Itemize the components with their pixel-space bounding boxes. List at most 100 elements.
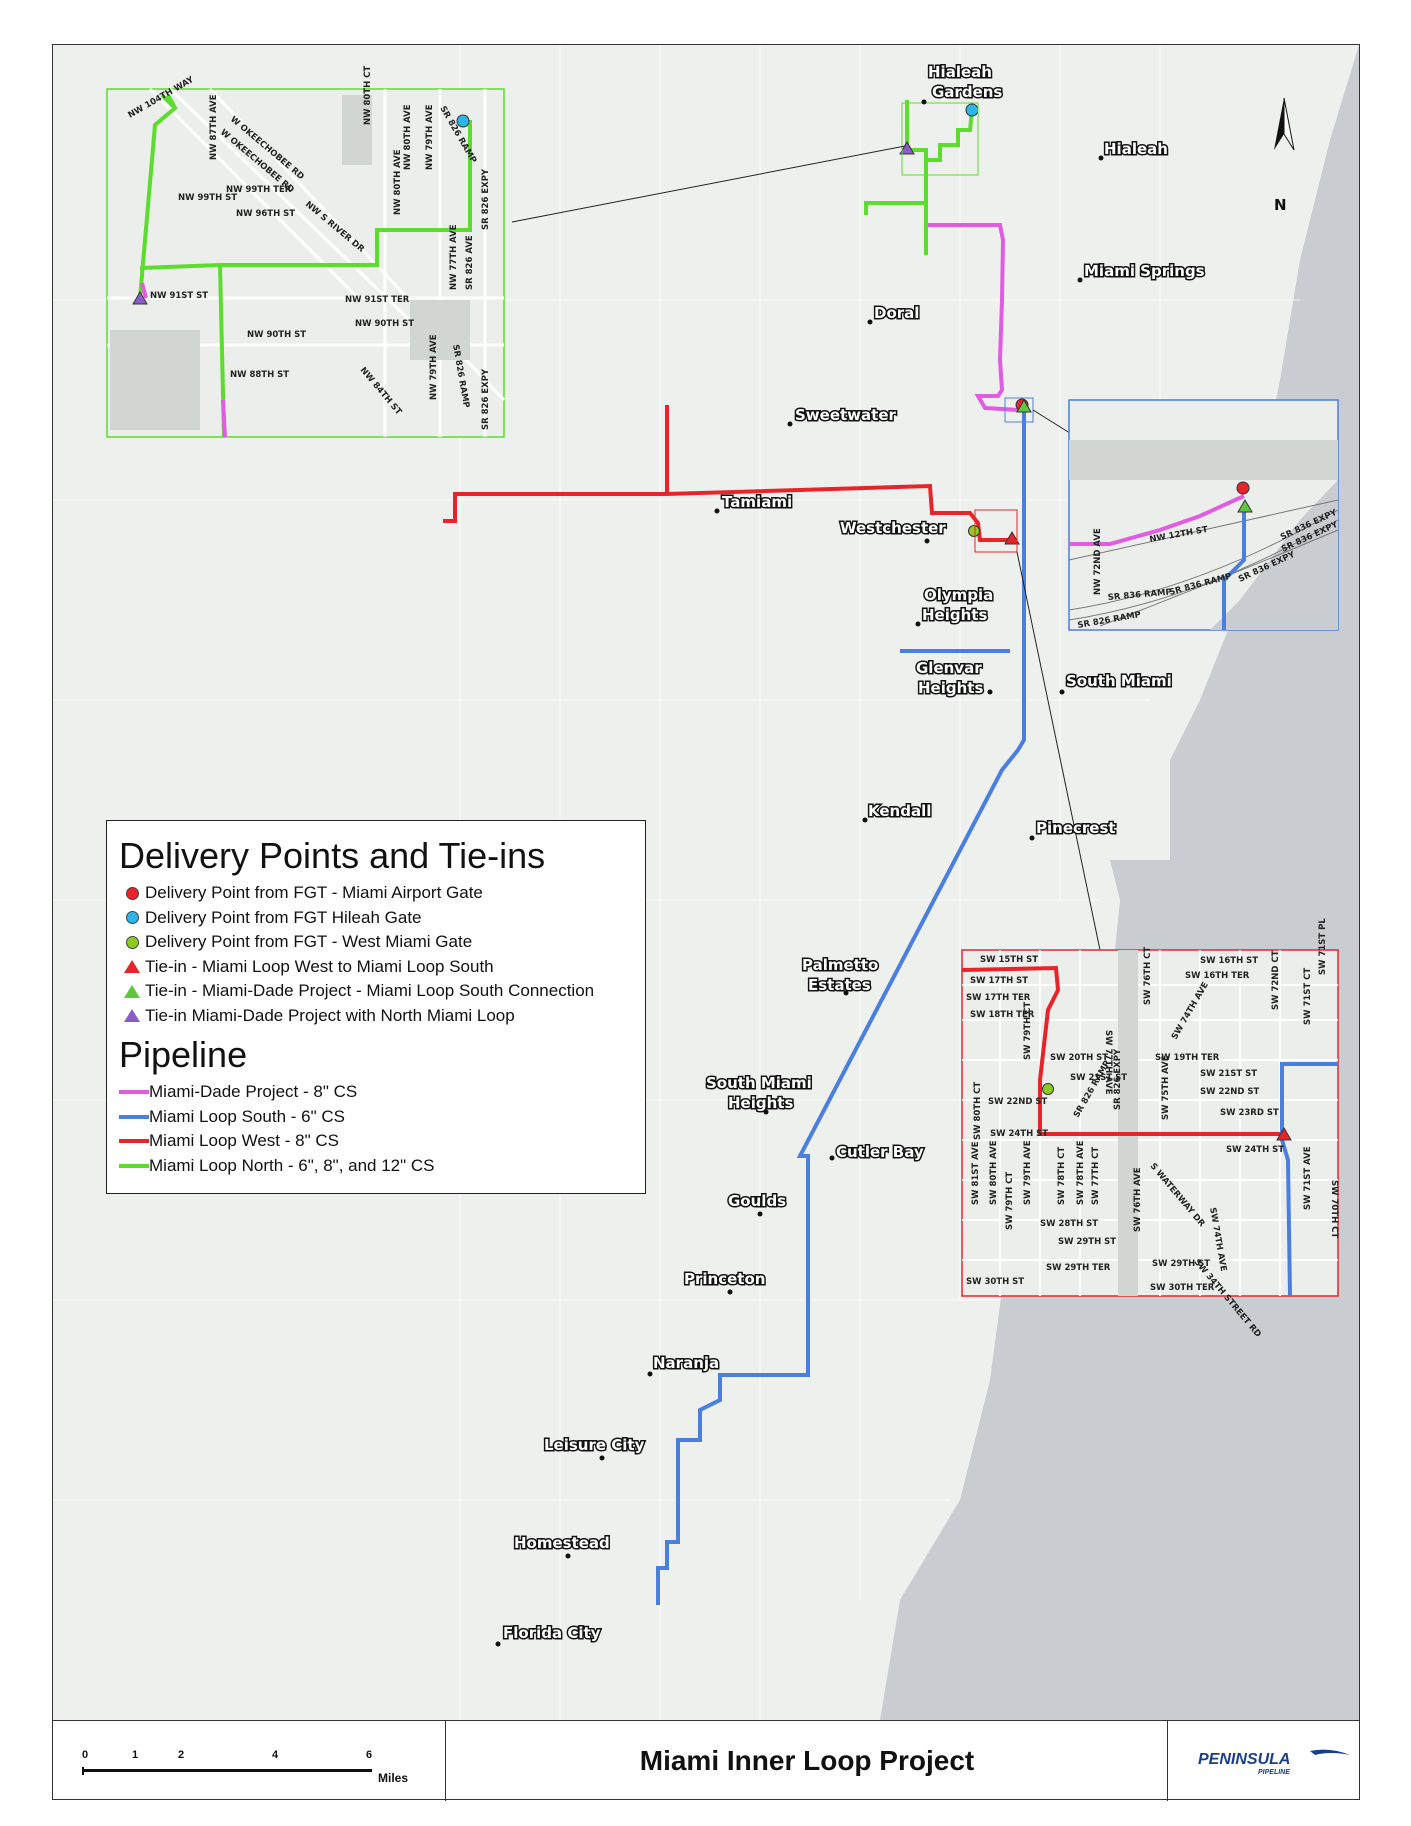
swoosh-icon (1310, 1749, 1350, 1755)
svg-text:SW 80TH AVE: SW 80TH AVE (989, 1140, 999, 1205)
svg-text:SW 16TH ST: SW 16TH ST (1200, 956, 1258, 966)
svg-text:SW 72ND CT: SW 72ND CT (1271, 950, 1281, 1010)
svg-text:Estates: Estates (808, 976, 871, 994)
place-homestead: Homestead (513, 1533, 611, 1559)
title-block-divider (1167, 1721, 1168, 1801)
water-area (880, 45, 1359, 1720)
svg-text:SW 78TH AVE: SW 78TH AVE (1076, 1140, 1086, 1205)
svg-text:SR 826 EXPY: SR 826 EXPY (481, 168, 491, 230)
legend-row-miami-loop-west: Miami Loop West - 8" CS (119, 1129, 633, 1154)
svg-text:Westchester: Westchester (840, 519, 946, 537)
svg-text:SW 16TH TER: SW 16TH TER (1185, 971, 1250, 981)
svg-text:SW 18TH TER: SW 18TH TER (970, 1010, 1035, 1020)
svg-text:SW 24TH ST: SW 24TH ST (990, 1129, 1048, 1139)
south-inset-locator (974, 509, 1018, 553)
legend-row-miami-loop-north: Miami Loop North - 6", 8", and 12" CS (119, 1154, 633, 1179)
green-triangle-icon (124, 984, 140, 998)
blue-line-icon (119, 1114, 149, 1119)
legend-row-north-loop-tie-in: Tie-in Miami-Dade Project with North Mia… (119, 1004, 633, 1029)
red-circle-icon (125, 886, 139, 900)
svg-text:SW 78TH CT: SW 78TH CT (1057, 1147, 1067, 1205)
map-title: Miami Inner Loop Project (639, 1745, 975, 1776)
svg-text:SW 30TH TER: SW 30TH TER (1150, 1283, 1215, 1293)
svg-text:NW 91ST ST: NW 91ST ST (150, 291, 208, 301)
legend-pipeline-heading: Pipeline (119, 1034, 248, 1075)
svg-text:SW 28TH ST: SW 28TH ST (1040, 1219, 1098, 1229)
svg-text:NW 99TH ST: NW 99TH ST (178, 193, 237, 203)
svg-text:SW 71ST CT: SW 71ST CT (1303, 968, 1313, 1025)
place-goulds: Goulds (727, 1191, 788, 1217)
inset-east: NW 12TH ST NW 72ND AVE SR 836 RAMP SR 83… (1068, 399, 1340, 631)
svg-text:Gardens: Gardens (932, 83, 1002, 101)
svg-text:NW 90TH ST: NW 90TH ST (355, 319, 414, 329)
svg-text:SW 71ST AVE: SW 71ST AVE (1303, 1146, 1313, 1210)
svg-text:SW 79TH CT: SW 79TH CT (1023, 1002, 1033, 1060)
west-south-tie-in-triangle (1004, 531, 1020, 545)
inset-south: SW 15TH ST SW 16TH ST SW 16TH TER SW 17T… (961, 918, 1339, 1339)
svg-text:South Miami: South Miami (1066, 672, 1172, 690)
svg-text:NW 80TH AVE: NW 80TH AVE (393, 149, 403, 215)
svg-text:SW 71ST PL: SW 71ST PL (1318, 918, 1328, 975)
south-inset-leader (1016, 551, 1101, 951)
svg-text:Homestead: Homestead (514, 1534, 610, 1552)
svg-text:SW 79TH CT: SW 79TH CT (1005, 1172, 1015, 1230)
svg-text:NW 99TH TER: NW 99TH TER (226, 185, 292, 195)
pipeline-miami-loop-north-branch (864, 109, 974, 215)
legend-row-miami-loop-south: Miami Loop South - 6" CS (119, 1105, 633, 1130)
svg-text:Heights: Heights (922, 606, 987, 624)
place-kendall: Kendall (862, 801, 933, 823)
svg-text:NW 87TH AVE: NW 87TH AVE (209, 94, 219, 160)
svg-text:South Miami: South Miami (706, 1074, 812, 1092)
svg-text:SW 77TH AVE: SW 77TH AVE (1103, 1030, 1113, 1095)
svg-text:SW 80TH CT: SW 80TH CT (973, 1082, 983, 1140)
svg-text:NW 79TH AVE: NW 79TH AVE (425, 104, 435, 170)
svg-text:SW 29TH TER: SW 29TH TER (1046, 1263, 1111, 1273)
svg-text:NW 72ND AVE: NW 72ND AVE (1093, 528, 1103, 595)
svg-text:SW 20TH ST: SW 20TH ST (1050, 1053, 1108, 1063)
north-inset-leader (511, 145, 906, 223)
svg-text:Heights: Heights (918, 679, 983, 697)
svg-text:SW 77TH CT: SW 77TH CT (1091, 1147, 1101, 1205)
hialeah-gate-point (965, 103, 979, 117)
svg-text:Pinecrest: Pinecrest (1036, 819, 1116, 837)
place-sweetwater: Sweetwater (787, 405, 898, 427)
svg-text:Sweetwater: Sweetwater (795, 406, 897, 424)
legend-row-west-miami-gate: Delivery Point from FGT - West Miami Gat… (119, 930, 633, 955)
svg-text:NW 80TH AVE: NW 80TH AVE (403, 104, 413, 170)
svg-text:NW 79TH AVE: NW 79TH AVE (429, 334, 439, 400)
svg-text:SW 76TH AVE: SW 76TH AVE (1133, 1167, 1143, 1232)
svg-text:SW 29TH ST: SW 29TH ST (1058, 1237, 1116, 1247)
svg-text:NW 96TH ST: NW 96TH ST (236, 209, 295, 219)
pipeline-miami-loop-west (443, 405, 1012, 542)
svg-text:Olympia: Olympia (924, 586, 993, 604)
map-sheet (52, 44, 1360, 1800)
svg-text:SW 21ST ST: SW 21ST ST (1070, 1073, 1127, 1083)
svg-text:SR 826 AVE: SR 826 AVE (465, 235, 475, 290)
logo-subtext: PIPELINE (1258, 1769, 1290, 1776)
title-block: 0 1 2 4 6 Miles Miami Inner Loop Project… (52, 1720, 1360, 1801)
svg-text:SW 22ND ST: SW 22ND ST (1200, 1087, 1260, 1097)
svg-text:Doral: Doral (874, 304, 919, 322)
legend: Delivery Points and Tie-ins Delivery Poi… (106, 820, 646, 1194)
svg-text:SR 826 EXPY: SR 826 EXPY (1113, 1048, 1123, 1110)
place-princeton: Princeton (683, 1269, 767, 1295)
place-cutler-bay: Cutler Bay (829, 1142, 925, 1163)
svg-text:SW 30TH ST: SW 30TH ST (966, 1277, 1024, 1287)
svg-text:Heights: Heights (728, 1094, 793, 1112)
company-logo: PENINSULA PIPELINE (1190, 1745, 1360, 1785)
purple-triangle-icon (124, 1009, 140, 1023)
svg-text:Naranja: Naranja (653, 1354, 719, 1372)
legend-row-south-connection-tie-in: Tie-in - Miami-Dade Project - Miami Loop… (119, 979, 633, 1004)
west-miami-gate-point (968, 525, 980, 537)
svg-text:SW 17TH ST: SW 17TH ST (970, 976, 1028, 986)
svg-text:SW 81ST AVE: SW 81ST AVE (971, 1141, 981, 1205)
blue-circle-icon (125, 911, 139, 925)
pipeline-miami-loop-south (656, 410, 1026, 1605)
svg-text:Hialeah: Hialeah (928, 63, 992, 81)
svg-text:NW 80TH CT: NW 80TH CT (363, 66, 373, 125)
magenta-line-icon (119, 1090, 149, 1095)
scale-bar-graphic (82, 1767, 372, 1775)
